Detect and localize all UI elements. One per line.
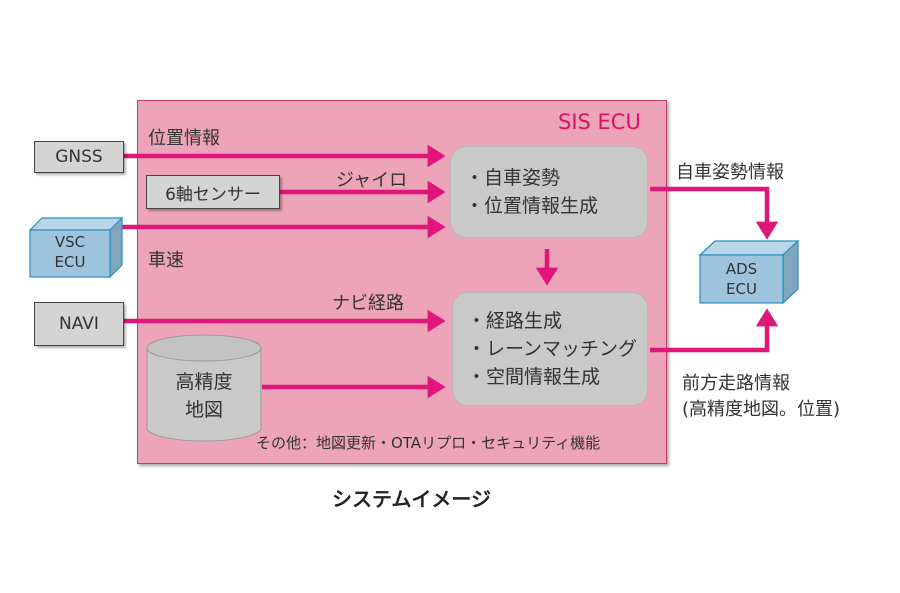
six-axis-sensor-label: 6軸センサー [165, 184, 261, 205]
diagram-caption: システムイメージ [332, 487, 491, 511]
vsc-label-line2: ECU [54, 253, 86, 271]
gnss-box: GNSS [34, 141, 124, 173]
ecu-footer-note: その他：地図更新・OTAリプロ・セキュリティ機能 [256, 434, 601, 452]
ads-ecu-label: ADS ECU [700, 259, 783, 299]
hd-map-line2: 地図 [184, 399, 223, 421]
sis-ecu-title: SIS ECU [558, 110, 641, 134]
hd-map-label: 高精度 地図 [147, 368, 261, 424]
arrow-road-out [650, 308, 779, 353]
hd-map-line1: 高精度 [175, 371, 233, 393]
ads-label-line2: ECU [726, 280, 757, 298]
navi-box: NAVI [34, 302, 124, 346]
process-bottom-line3: ・空間情報生成 [467, 366, 601, 388]
process-bottom-line1: ・経路生成 [467, 310, 563, 332]
arrow-attitude-out [650, 186, 779, 240]
process-bottom-line2: ・レーンマッチング [467, 338, 638, 360]
road-info-line1: 前方走路情報 [682, 373, 790, 394]
gnss-label: GNSS [55, 147, 103, 167]
process-top-line1: ・自車姿勢 [465, 167, 561, 189]
vsc-ecu-cube [28, 216, 124, 279]
vsc-ecu-label: VSC ECU [30, 232, 110, 272]
output-road-info: 前方走路情報 (高精度地図。位置) [682, 371, 840, 423]
ads-ecu-cube [698, 239, 800, 305]
process-route-lane-space: ・経路生成 ・レーンマッチング ・空間情報生成 [452, 292, 648, 406]
signal-position: 位置情報 [148, 128, 220, 149]
vsc-label-line1: VSC [54, 233, 86, 251]
signal-speed: 車速 [148, 250, 184, 271]
navi-label: NAVI [59, 314, 99, 334]
output-attitude-info: 自車姿勢情報 [676, 162, 784, 183]
signal-navi-route: ナビ経路 [332, 293, 404, 314]
six-axis-sensor-box: 6軸センサー [146, 175, 280, 209]
process-top-line2: ・位置情報生成 [465, 195, 599, 217]
road-info-line2: (高精度地図。位置) [682, 399, 841, 420]
ads-label-line1: ADS [725, 260, 758, 278]
hd-map-cylinder [146, 334, 262, 442]
signal-gyro: ジャイロ [336, 170, 408, 191]
process-attitude-position: ・自車姿勢 ・位置情報生成 [450, 146, 648, 238]
